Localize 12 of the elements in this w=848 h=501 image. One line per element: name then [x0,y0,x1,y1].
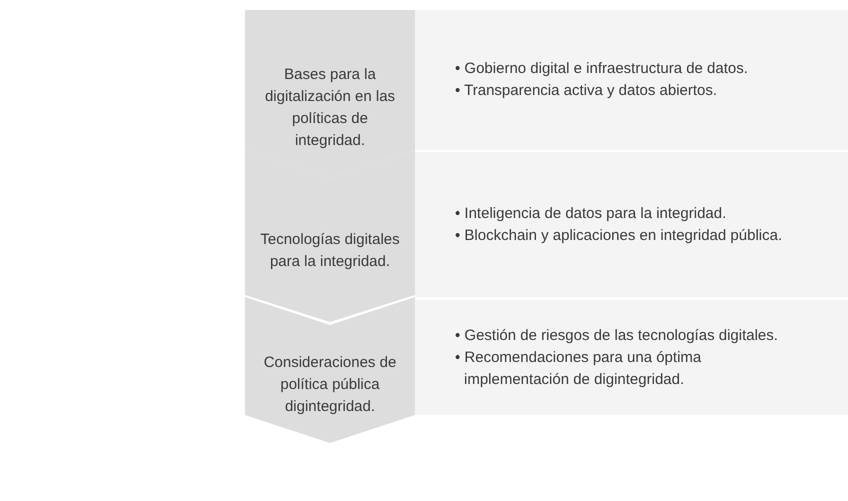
bullet-item: • Recomendaciones para una óptima implementación de digintegridad. [455,348,702,390]
content-panel [415,152,848,297]
bullet-item: • Inteligencia de datos para la integridad. [455,204,728,224]
stage-title: Bases para la digitalización en las políticas de integridad. [264,65,396,151]
content-panel [415,300,848,415]
bullet-item: • Transparencia activa y datos abiertos. [455,81,718,101]
bullet-item: • Blockchain y aplicaciones en integridad pública. [455,226,784,246]
stage-title: Tecnologías digitales para la integridad. [259,230,401,272]
content-panel [415,10,848,150]
bullet-item: • Gestión de riesgos de las tecnologías digitales. [455,326,779,346]
bullet-item: • Gobierno digital e infraestructura de datos. [455,59,749,79]
stage-title: Consideraciones de política pública digintegridad. [262,353,398,417]
